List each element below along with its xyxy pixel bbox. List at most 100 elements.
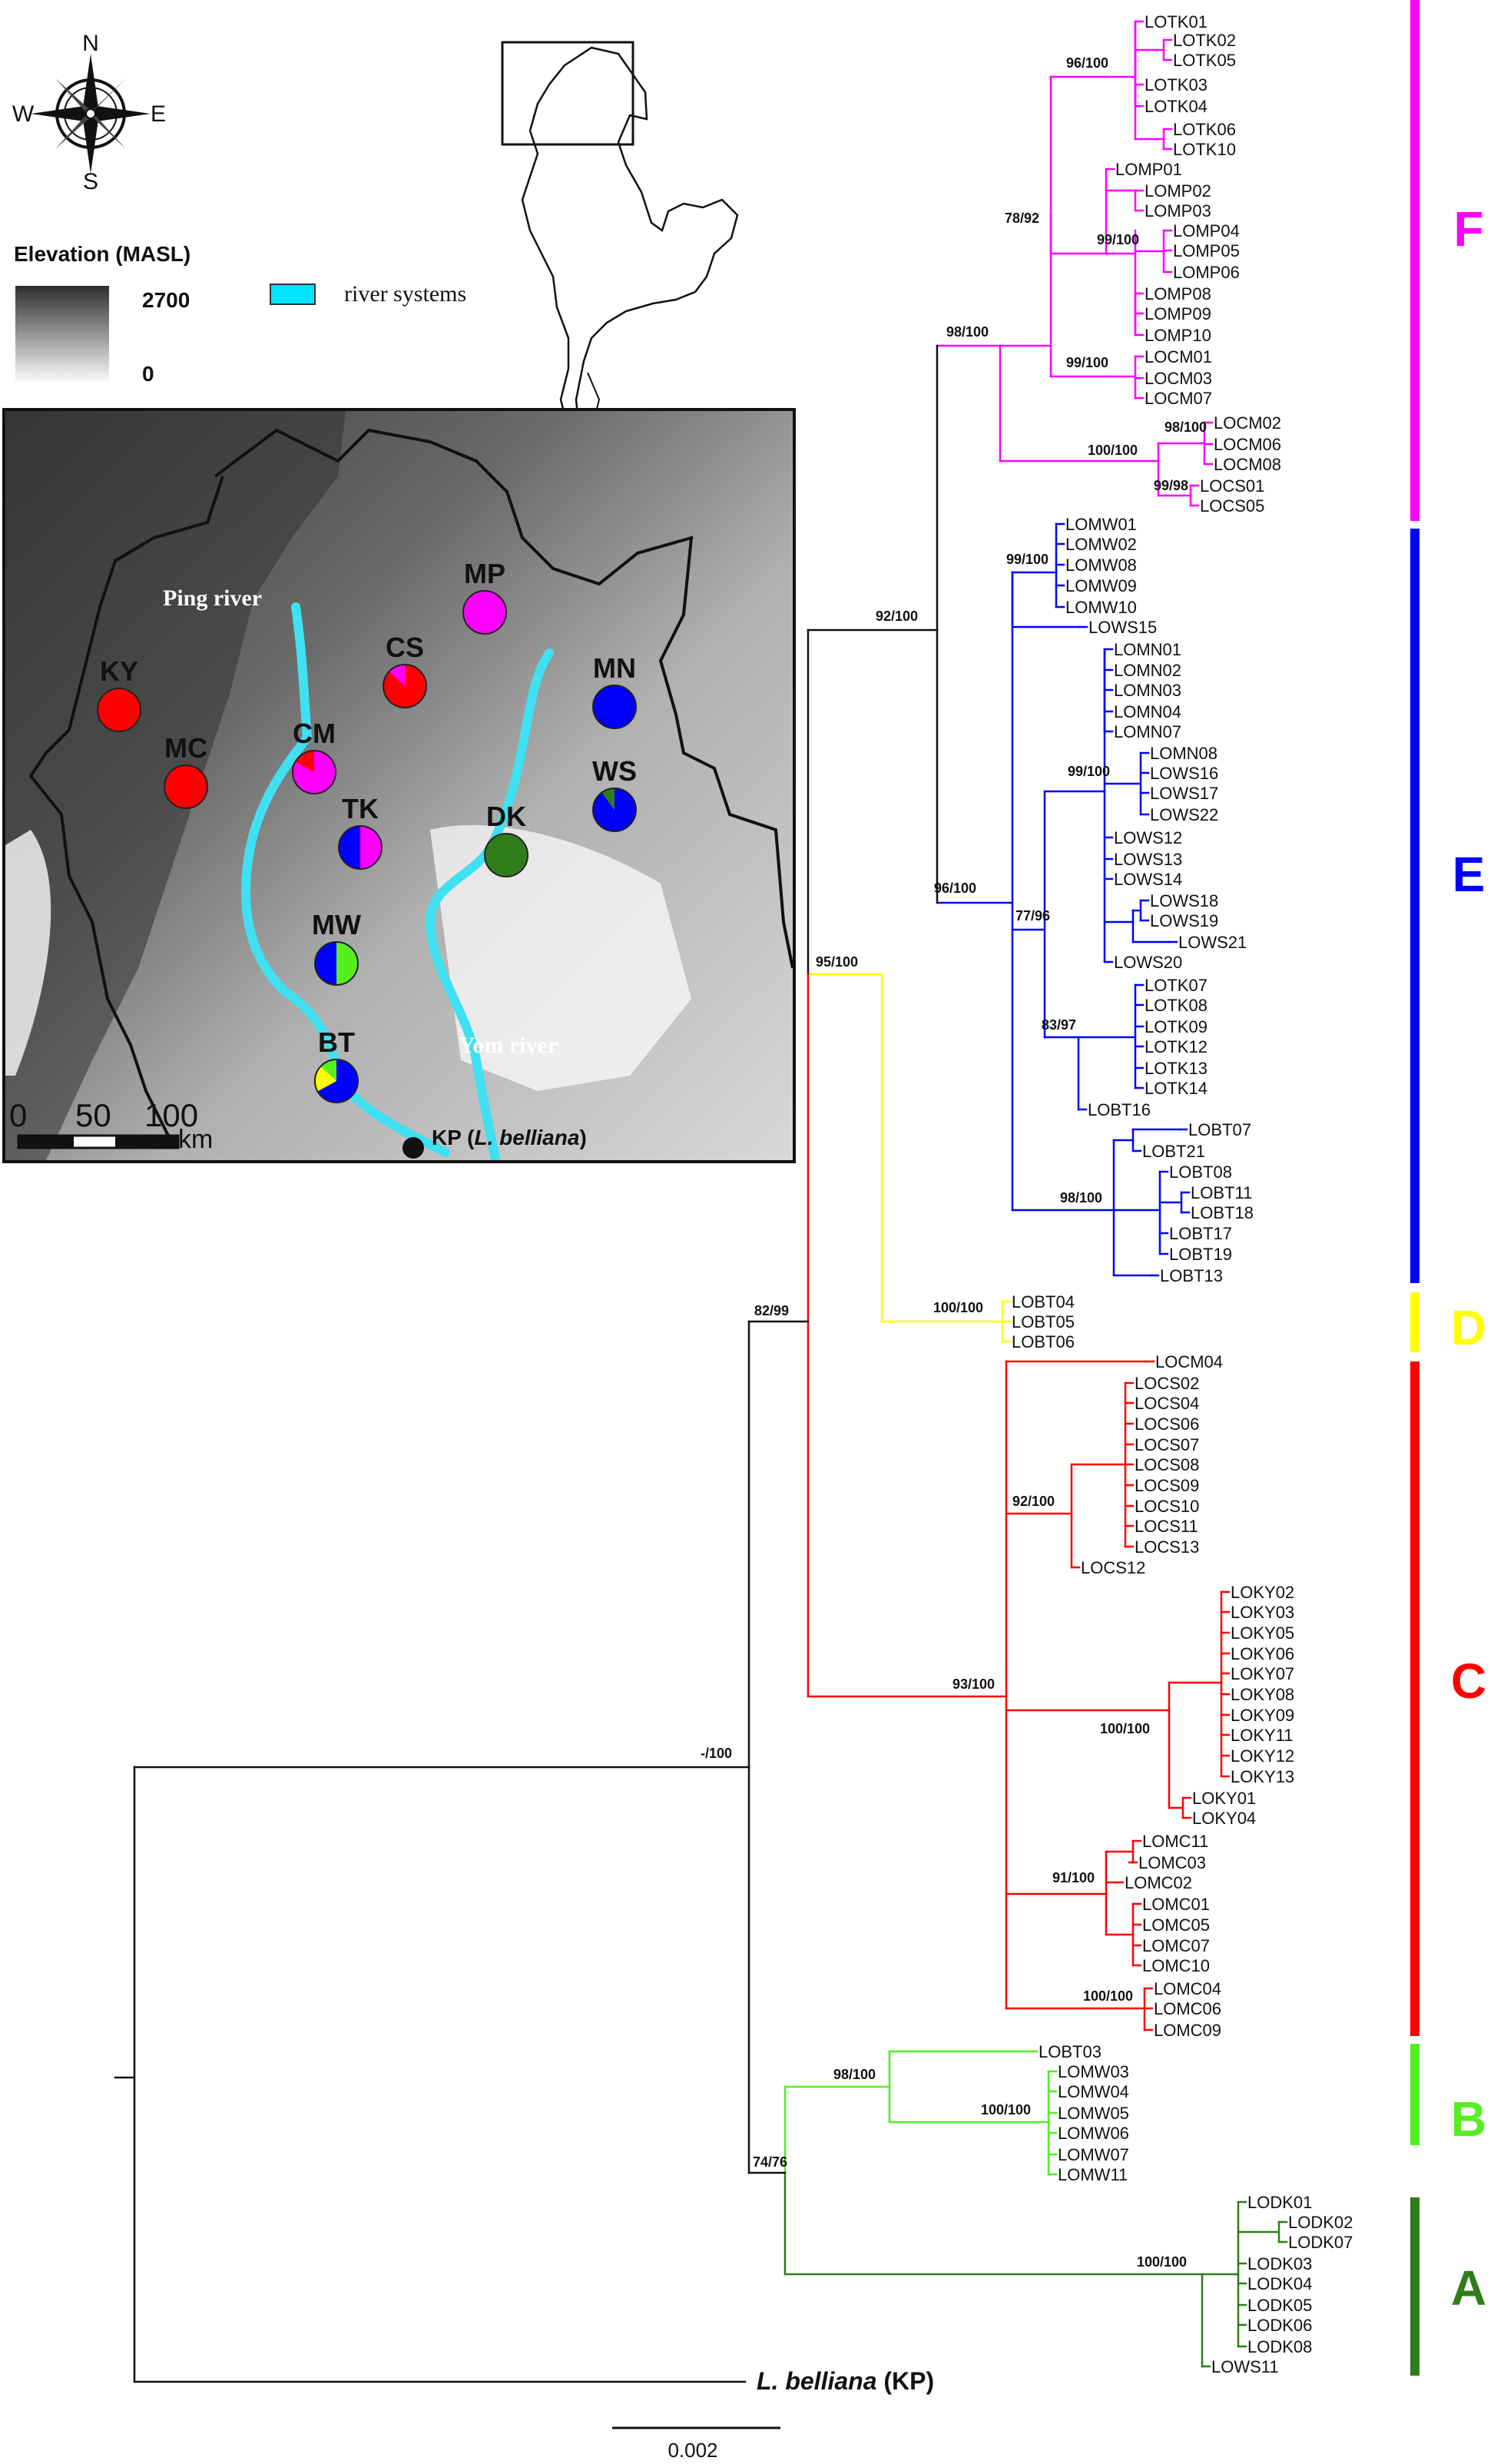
tip-label: LOMW10 bbox=[1065, 598, 1137, 617]
tip-label: LOCM08 bbox=[1214, 455, 1281, 474]
support-value: 99/100 bbox=[1006, 552, 1048, 567]
tip-label: LOWS14 bbox=[1114, 870, 1182, 889]
pie-slice bbox=[314, 1066, 336, 1092]
site-label-ky: KY bbox=[100, 655, 138, 687]
river-legend-swatch bbox=[270, 284, 316, 305]
thailand-locator-map bbox=[501, 41, 739, 509]
tip-label: LOTK03 bbox=[1145, 75, 1208, 95]
tip-label: LOMN02 bbox=[1114, 661, 1181, 680]
tip-label: LOMW01 bbox=[1065, 515, 1137, 534]
tip-label: LOMC09 bbox=[1154, 2021, 1221, 2040]
clade-bar-f bbox=[1410, 0, 1420, 521]
tip-label: LODK05 bbox=[1247, 2296, 1312, 2315]
tip-label: LOKY09 bbox=[1231, 1706, 1294, 1725]
tip-label: LOMP01 bbox=[1115, 160, 1182, 179]
site-pie-mp: MP bbox=[462, 558, 507, 635]
tip-label: LOWS13 bbox=[1114, 850, 1182, 869]
site-label-cm: CM bbox=[293, 718, 336, 749]
river-legend: river systems bbox=[270, 281, 466, 307]
river-legend-label: river systems bbox=[344, 281, 466, 307]
tip-label: LOMN01 bbox=[1114, 640, 1181, 659]
tip-label: LOCM02 bbox=[1214, 413, 1281, 433]
tip-label: LOWS19 bbox=[1150, 911, 1218, 930]
scale-tick-50: 50 bbox=[75, 1097, 111, 1133]
site-label-mc: MC bbox=[164, 732, 207, 764]
tip-label: LOMP08 bbox=[1145, 284, 1211, 303]
tip-label: LOBT05 bbox=[1012, 1312, 1075, 1331]
compass-west-label: W bbox=[12, 101, 35, 127]
tip-label: LOMN04 bbox=[1114, 702, 1181, 721]
tip-label: LOCS06 bbox=[1135, 1414, 1199, 1434]
tip-label: LOMW05 bbox=[1058, 2104, 1129, 2123]
support-value: 100/100 bbox=[933, 1300, 983, 1315]
tip-label: LOMC10 bbox=[1142, 1956, 1210, 1975]
compass-south-label: S bbox=[83, 169, 98, 194]
clade-bar-d bbox=[1410, 1292, 1420, 1352]
clade-letter-b: B bbox=[1451, 2091, 1486, 2147]
tip-label: LOKY02 bbox=[1231, 1583, 1294, 1602]
clade-letter-f: F bbox=[1453, 201, 1483, 257]
site-pie-mc: MC bbox=[164, 732, 208, 809]
tip-label: LOTK10 bbox=[1173, 140, 1236, 159]
tip-label: LOBT04 bbox=[1012, 1292, 1075, 1312]
tip-label: LOBT17 bbox=[1169, 1224, 1232, 1243]
site-label-mw: MW bbox=[312, 909, 361, 940]
pie-slice bbox=[485, 834, 528, 877]
tip-label: LOBT11 bbox=[1191, 1183, 1252, 1202]
support-value: 92/100 bbox=[1012, 1494, 1055, 1509]
tip-label: LOMP03 bbox=[1145, 201, 1211, 221]
tip-label: LOBT13 bbox=[1160, 1266, 1223, 1285]
support-value: 74/76 bbox=[753, 2154, 787, 2170]
tip-label: LOCM04 bbox=[1155, 1352, 1223, 1371]
tip-label: LOKY01 bbox=[1192, 1789, 1256, 1808]
elevation-gradient-bar bbox=[15, 286, 109, 384]
pie-slice bbox=[164, 765, 207, 808]
tip-label: LOBT08 bbox=[1169, 1162, 1232, 1182]
clade-letter-d: D bbox=[1451, 1300, 1486, 1355]
outgroup-site-label: KP (L. belliana) bbox=[432, 1126, 587, 1149]
support-value: 92/100 bbox=[876, 609, 918, 624]
tip-label: LOMP06 bbox=[1173, 263, 1240, 282]
tip-label: LOTK14 bbox=[1145, 1079, 1208, 1098]
tip-label: LOKY11 bbox=[1231, 1726, 1294, 1745]
support-value: 96/100 bbox=[1066, 55, 1108, 71]
tip-label: LOTK08 bbox=[1145, 996, 1208, 1015]
clade-bar-b bbox=[1410, 2044, 1420, 2145]
pie-slice bbox=[320, 1060, 336, 1081]
tip-label: LOMC04 bbox=[1154, 1979, 1221, 1998]
tip-label: LOCM01 bbox=[1145, 347, 1212, 366]
tip-label: LOBT21 bbox=[1142, 1142, 1205, 1161]
support-value: 96/100 bbox=[934, 880, 976, 896]
scale-tick-0: 0 bbox=[9, 1097, 27, 1133]
pie-slice bbox=[463, 591, 506, 634]
support-value: 83/97 bbox=[1042, 1017, 1076, 1033]
site-label-mn: MN bbox=[593, 652, 636, 684]
tip-label: LOCM03 bbox=[1145, 369, 1212, 388]
support-value: 98/100 bbox=[833, 2067, 876, 2082]
tip-label: LOBT07 bbox=[1188, 1120, 1251, 1139]
tip-label: LOTK07 bbox=[1145, 976, 1208, 995]
tip-label: LOWS15 bbox=[1088, 618, 1157, 637]
scale-unit: km bbox=[178, 1125, 213, 1154]
tip-label: LOCS05 bbox=[1200, 496, 1264, 516]
tip-label: LOTK01 bbox=[1145, 12, 1208, 32]
tip-label: LOMW02 bbox=[1065, 535, 1137, 554]
tip-label: LOMC11 bbox=[1142, 1832, 1208, 1851]
clade-bar-a bbox=[1410, 2197, 1420, 2376]
yom-river-label: Yom river bbox=[459, 1033, 558, 1058]
elevation-legend-title: Elevation (MASL) bbox=[14, 242, 190, 266]
tip-label: LOBT16 bbox=[1088, 1100, 1151, 1119]
tip-label: LOBT03 bbox=[1039, 2042, 1101, 2061]
tip-label: LOTK04 bbox=[1145, 97, 1208, 116]
pie-slice bbox=[339, 826, 360, 869]
compass-rose-icon: N S W E bbox=[12, 31, 166, 194]
tip-label: LOMW09 bbox=[1065, 576, 1137, 595]
support-value: 99/100 bbox=[1068, 764, 1110, 779]
site-label-dk: DK bbox=[486, 801, 526, 832]
site-pie-cm: CM bbox=[292, 718, 336, 794]
tip-label: LODK08 bbox=[1247, 2337, 1312, 2356]
tip-label: LODK04 bbox=[1247, 2274, 1312, 2293]
site-pie-mn: MN bbox=[592, 652, 637, 729]
tip-label: LOMW03 bbox=[1058, 2062, 1129, 2081]
tip-label: LOMP09 bbox=[1145, 304, 1211, 323]
